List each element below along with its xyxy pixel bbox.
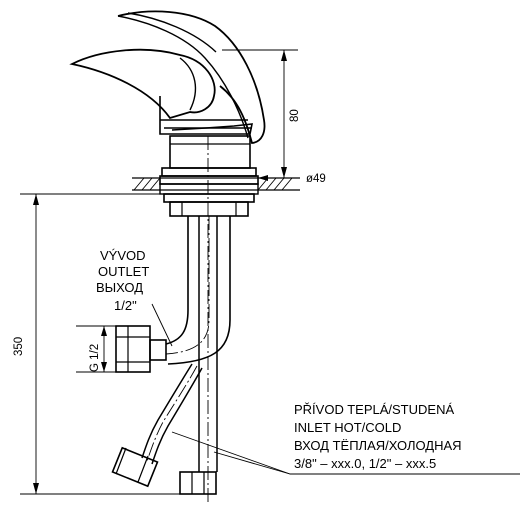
mounting-surface xyxy=(132,177,300,191)
dimension-thread-label: G 1/2 xyxy=(89,344,101,372)
outlet-label-line-2: OUTLET xyxy=(98,264,149,279)
dimension-350-label: 350 xyxy=(13,337,25,356)
outlet-fitting xyxy=(115,325,167,373)
inlet-label-line-3: ВХОД ТЁПЛАЯ/ХОЛОДНАЯ xyxy=(294,438,462,453)
dimension-80 xyxy=(222,49,298,179)
outlet-leader xyxy=(151,303,173,347)
outlet-pipe xyxy=(165,216,231,365)
inlet-hose-right xyxy=(179,216,218,495)
dimension-diameter-label: ø49 xyxy=(306,173,326,185)
inlet-hose-left xyxy=(111,363,203,488)
inlet-label-line-2: INLET HOT/COLD xyxy=(294,420,401,435)
inlet-leaders xyxy=(171,431,520,475)
dimension-350 xyxy=(20,193,180,495)
inlet-label-line-1: PŘÍVOD TEPLÁ/STUDENÁ xyxy=(294,402,454,417)
faucet-body xyxy=(159,96,259,217)
outlet-label-line-4: 1/2" xyxy=(114,298,137,313)
outlet-label-line-1: VÝVOD xyxy=(100,248,146,263)
inlet-label: PŘÍVOD TEPLÁ/STUDENÁ INLET HOT/COLD ВХОД… xyxy=(294,402,462,471)
dimension-diameter xyxy=(256,175,300,181)
outlet-label: VÝVOD OUTLET ВЫХОД 1/2" xyxy=(96,248,149,313)
dimension-80-label: 80 xyxy=(289,109,301,122)
outlet-label-line-3: ВЫХОД xyxy=(96,280,143,295)
inlet-label-line-4: 3/8" – xxx.0, 1/2" – xxx.5 xyxy=(294,456,436,471)
dimension-thread xyxy=(76,325,118,373)
lever-handle xyxy=(69,10,266,144)
